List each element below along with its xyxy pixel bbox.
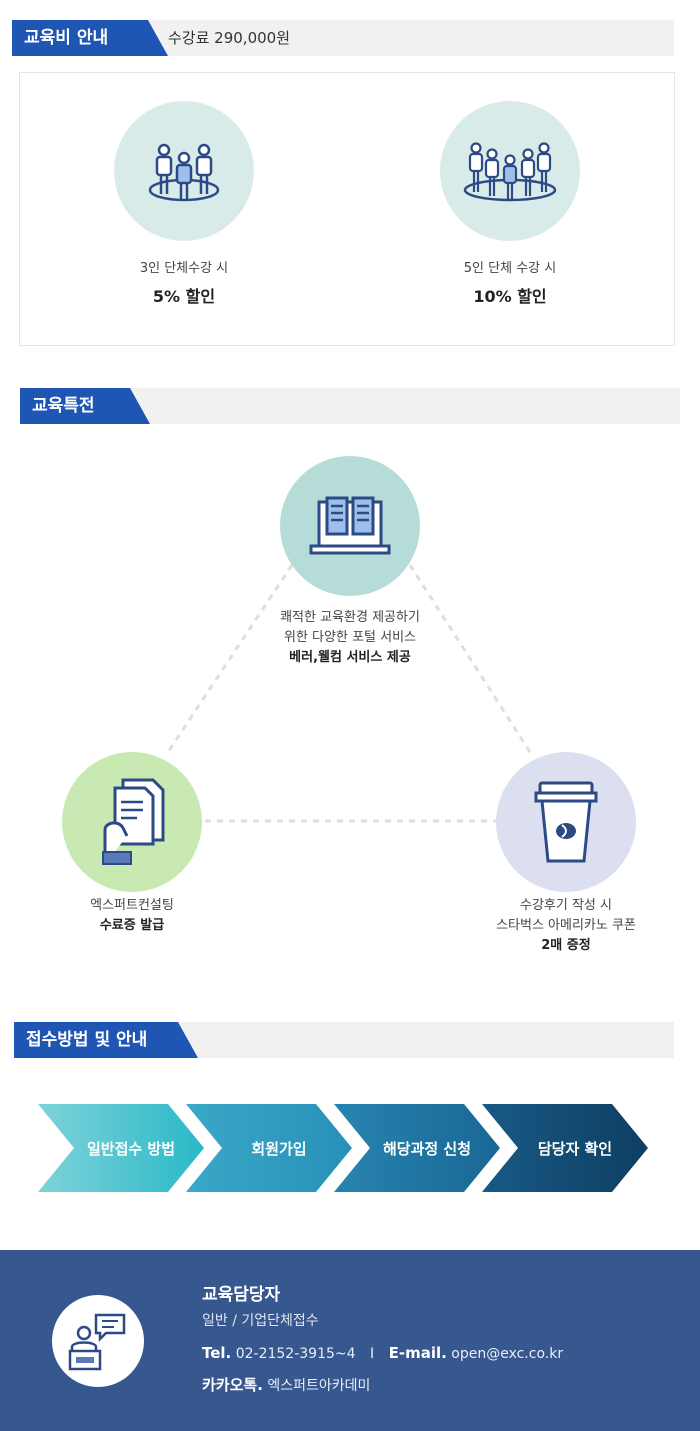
contact-subtitle: 일반 / 기업단체접수 bbox=[202, 1313, 319, 1329]
benefit-coffee-line2: 스타벅스 아메리카노 쿠폰 bbox=[496, 918, 636, 933]
benefit-coffee-text: 수강후기 작성 시 스타벅스 아메리카노 쿠폰 2매 증정 bbox=[436, 896, 696, 956]
email-label: E-mail. bbox=[388, 1344, 447, 1362]
benefit-coffee-line1: 수강후기 작성 시 bbox=[520, 898, 612, 913]
certificate-hand-icon bbox=[62, 752, 202, 892]
benefit-section-tag: 교육특전 bbox=[20, 388, 150, 424]
contact-footer: 교육담당자 일반 / 기업단체접수 Tel. 02-2152-3915~4 I … bbox=[0, 1250, 700, 1431]
kakao-label: 카카오톡. bbox=[202, 1376, 263, 1394]
fee-discount-box: 3인 단체수강 시 5% 할인 5인 단체 수강 시 10% 할인 bbox=[19, 72, 675, 346]
benefit-certificate-line1: 엑스퍼트컨설팅 bbox=[90, 898, 174, 913]
contact-kakao-line: 카카오톡. 엑스퍼트아카데미 bbox=[202, 1374, 370, 1395]
process-section-header: 접수방법 및 안내 bbox=[14, 1022, 674, 1058]
presenter-speech-icon bbox=[52, 1295, 144, 1387]
benefit-certificate-text: 엑스퍼트컨설팅 수료증 발급 bbox=[2, 896, 262, 936]
benefit-portal-line1: 쾌적한 교육환경 제공하기 bbox=[280, 610, 420, 625]
separator: I bbox=[370, 1346, 375, 1362]
benefit-section-header: 교육특전 bbox=[20, 388, 680, 424]
email-value[interactable]: open@exc.co.kr bbox=[451, 1346, 564, 1362]
benefit-portal-strong: 베러,웰컴 서비스 제공 bbox=[289, 650, 411, 665]
fee-item-1-condition: 3인 단체수강 시 bbox=[139, 261, 229, 276]
benefit-coffee-strong: 2매 증정 bbox=[541, 938, 591, 953]
benefit-portal-text: 쾌적한 교육환경 제공하기 위한 다양한 포털 서비스 베러,웰컴 서비스 제공 bbox=[220, 608, 480, 668]
fee-item-1-discount: 5% 할인 bbox=[152, 287, 216, 306]
fee-section-subtitle: 수강료 290,000원 bbox=[168, 29, 290, 47]
laptop-book-icon bbox=[280, 456, 420, 596]
process-step-2-label: 회원가입 bbox=[251, 1139, 307, 1158]
tel-value[interactable]: 02-2152-3915~4 bbox=[235, 1346, 356, 1362]
benefit-portal-line2: 위한 다양한 포털 서비스 bbox=[284, 630, 416, 645]
fee-item-2-condition: 5인 단체 수강 시 bbox=[463, 261, 557, 276]
benefit-certificate-strong: 수료증 발급 bbox=[99, 918, 165, 933]
contact-title: 교육담당자 bbox=[202, 1285, 281, 1305]
process-section-tag: 접수방법 및 안내 bbox=[14, 1022, 198, 1058]
process-step-3-label: 해당과정 신청 bbox=[382, 1139, 472, 1158]
group-5-people-icon bbox=[440, 101, 580, 241]
fee-section-header: 교육비 안내 수강료 290,000원 bbox=[12, 20, 674, 56]
contact-tel-email-line: Tel. 02-2152-3915~4 I E-mail. open@exc.c… bbox=[202, 1344, 563, 1362]
process-step-4-label: 담당자 확인 bbox=[537, 1139, 613, 1158]
kakao-value[interactable]: 엑스퍼트아카데미 bbox=[267, 1378, 371, 1394]
fee-section-tag: 교육비 안내 bbox=[12, 20, 168, 56]
group-3-people-icon bbox=[114, 101, 254, 241]
process-step-1-label: 일반접수 방법 bbox=[86, 1139, 176, 1158]
tel-label: Tel. bbox=[202, 1344, 232, 1362]
fee-item-2-discount: 10% 할인 bbox=[473, 287, 547, 306]
coffee-cup-icon bbox=[496, 752, 636, 892]
